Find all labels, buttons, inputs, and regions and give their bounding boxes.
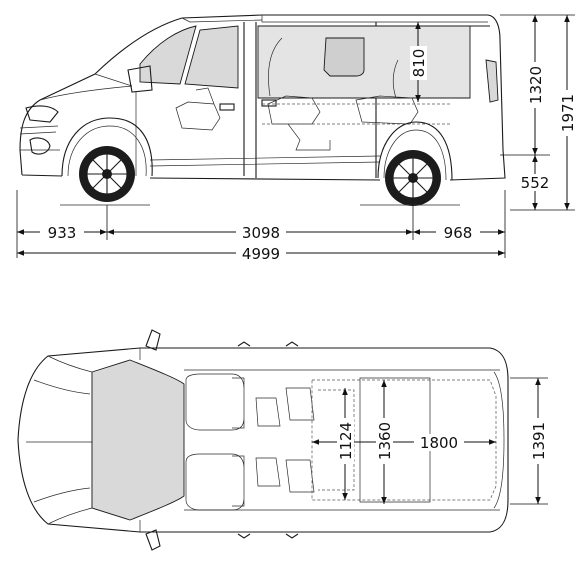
rear-seats-side xyxy=(355,59,419,125)
driver-seat xyxy=(175,87,221,131)
middle-seat xyxy=(255,397,281,487)
rear-wheel-arch xyxy=(377,121,453,181)
front-seat-left xyxy=(185,373,245,431)
side-mirror xyxy=(127,65,153,93)
windshield xyxy=(139,25,197,85)
top-windshield xyxy=(91,359,185,521)
left-mirror xyxy=(145,329,161,351)
wheelbase-label: 3098 xyxy=(242,224,280,242)
overall-height-label: 1971 xyxy=(559,94,577,132)
side-body-outline xyxy=(19,14,506,181)
rear-seat-left xyxy=(285,387,315,421)
top-view-van xyxy=(17,329,509,551)
fog-light xyxy=(29,137,51,155)
rear-door-width-label: 1391 xyxy=(530,422,548,460)
headlight xyxy=(25,105,59,123)
max-load-width-label: 1360 xyxy=(376,422,394,460)
window-height-label: 810 xyxy=(410,49,428,78)
body-height-label: 1320 xyxy=(527,66,545,104)
load-length-label: 1800 xyxy=(420,434,458,452)
front-wheel-arch xyxy=(61,117,153,177)
quarter-window xyxy=(323,37,365,77)
load-floor xyxy=(311,379,497,501)
right-mirror xyxy=(145,529,161,551)
rear-seat-right xyxy=(285,459,315,493)
rear-wheel xyxy=(385,150,441,206)
width-between-arches-label: 1124 xyxy=(337,422,355,460)
rear-overhang-label: 968 xyxy=(444,224,473,242)
top-body-outline xyxy=(17,347,509,533)
ground-clearance-label: 552 xyxy=(521,174,550,192)
front-seat-right xyxy=(185,453,245,511)
front-side-window xyxy=(184,25,239,89)
front-overhang-label: 933 xyxy=(48,224,77,242)
front-wheel xyxy=(79,146,135,202)
overall-length-label: 4999 xyxy=(242,245,280,263)
